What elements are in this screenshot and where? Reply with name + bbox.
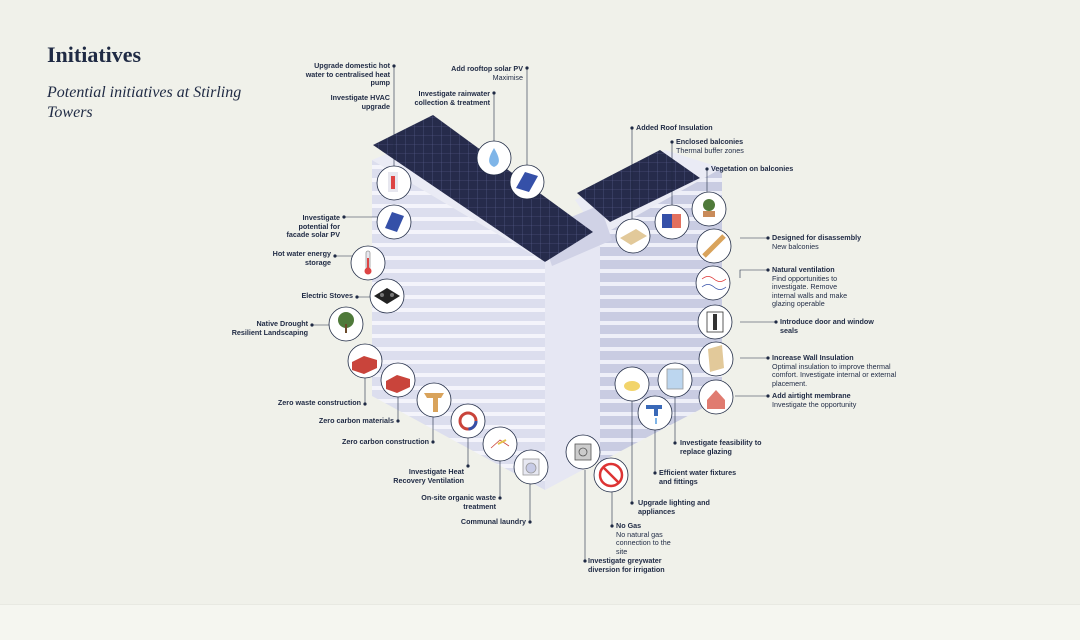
house-membrane-icon bbox=[698, 379, 734, 415]
window-icon bbox=[657, 362, 693, 398]
label-facade-pv: Investigate potential for facade solar P… bbox=[286, 213, 340, 240]
door-seal-icon bbox=[697, 304, 733, 340]
label-laundry: Communal laundry bbox=[460, 517, 526, 526]
timber-plank-icon bbox=[696, 228, 732, 264]
label-zero-carbon-materials: Zero carbon materials bbox=[318, 416, 394, 425]
tap-icon bbox=[637, 395, 673, 431]
recycle-arrows-icon bbox=[450, 403, 486, 439]
brick-icon bbox=[380, 362, 416, 398]
page-title: Initiatives bbox=[47, 42, 142, 67]
no-gas-icon bbox=[593, 457, 629, 493]
label-door-seals: Introduce door and window seals bbox=[780, 317, 874, 335]
leaf-icon bbox=[482, 426, 518, 462]
facade-solar-icon bbox=[376, 204, 412, 240]
balcony-screen-icon bbox=[654, 204, 690, 240]
insulation-board-icon bbox=[615, 218, 651, 254]
label-heat-pump: Upgrade domestic hot water to centralise… bbox=[305, 61, 390, 88]
label-electric-stoves: Electric Stoves bbox=[301, 291, 353, 300]
brick-icon bbox=[347, 343, 383, 379]
label-glazing: Investigate feasibility to replace glazi… bbox=[680, 438, 762, 456]
solar-panel-icon bbox=[509, 164, 545, 200]
roof-solar-array-left bbox=[373, 115, 593, 262]
wall-panel-icon bbox=[698, 341, 734, 377]
thermometer-icon bbox=[350, 245, 386, 281]
water-drop-icon bbox=[476, 140, 512, 176]
timber-beam-icon bbox=[416, 382, 452, 418]
label-zero-waste: Zero waste construction bbox=[277, 398, 361, 407]
tree-icon bbox=[328, 306, 364, 342]
footer-band bbox=[0, 604, 1080, 640]
left-wing-facade bbox=[372, 160, 545, 490]
label-lighting: Upgrade lighting and appliances bbox=[638, 498, 710, 516]
airflow-icon bbox=[695, 265, 731, 301]
label-hvac: Investigate HVAC upgrade bbox=[330, 93, 390, 111]
heat-pump-icon bbox=[376, 165, 412, 201]
label-greywater: Investigate greywater diversion for irri… bbox=[588, 556, 665, 574]
roof-solar-array-right bbox=[577, 150, 700, 222]
leader-dots bbox=[310, 64, 778, 563]
leader-lines bbox=[312, 66, 776, 561]
label-roof-insulation: Added Roof Insulation bbox=[636, 123, 713, 132]
label-hrv: Investigate Heat Recovery Ventilation bbox=[393, 467, 464, 485]
label-vegetation: Vegetation on balconies bbox=[711, 164, 794, 173]
label-water-fixtures: Efficient water fixtures and fittings bbox=[659, 468, 737, 486]
core-facade bbox=[545, 232, 605, 490]
light-bulb-icon bbox=[614, 366, 650, 402]
stove-icon bbox=[369, 278, 405, 314]
page-subtitle: Potential initiatives at Stirling Towers bbox=[47, 84, 242, 121]
label-zero-carbon-construction: Zero carbon construction bbox=[341, 437, 429, 446]
label-rainwater: Investigate rainwater collection & treat… bbox=[414, 89, 490, 107]
washing-machine-icon bbox=[513, 449, 549, 485]
label-hot-water-storage: Hot water energy storage bbox=[272, 249, 331, 267]
label-organic-waste: On-site organic waste treatment bbox=[421, 493, 496, 511]
plant-icon bbox=[691, 191, 727, 227]
drain-icon bbox=[565, 434, 601, 470]
label-landscaping: Native Drought Resilient Landscaping bbox=[231, 319, 308, 337]
